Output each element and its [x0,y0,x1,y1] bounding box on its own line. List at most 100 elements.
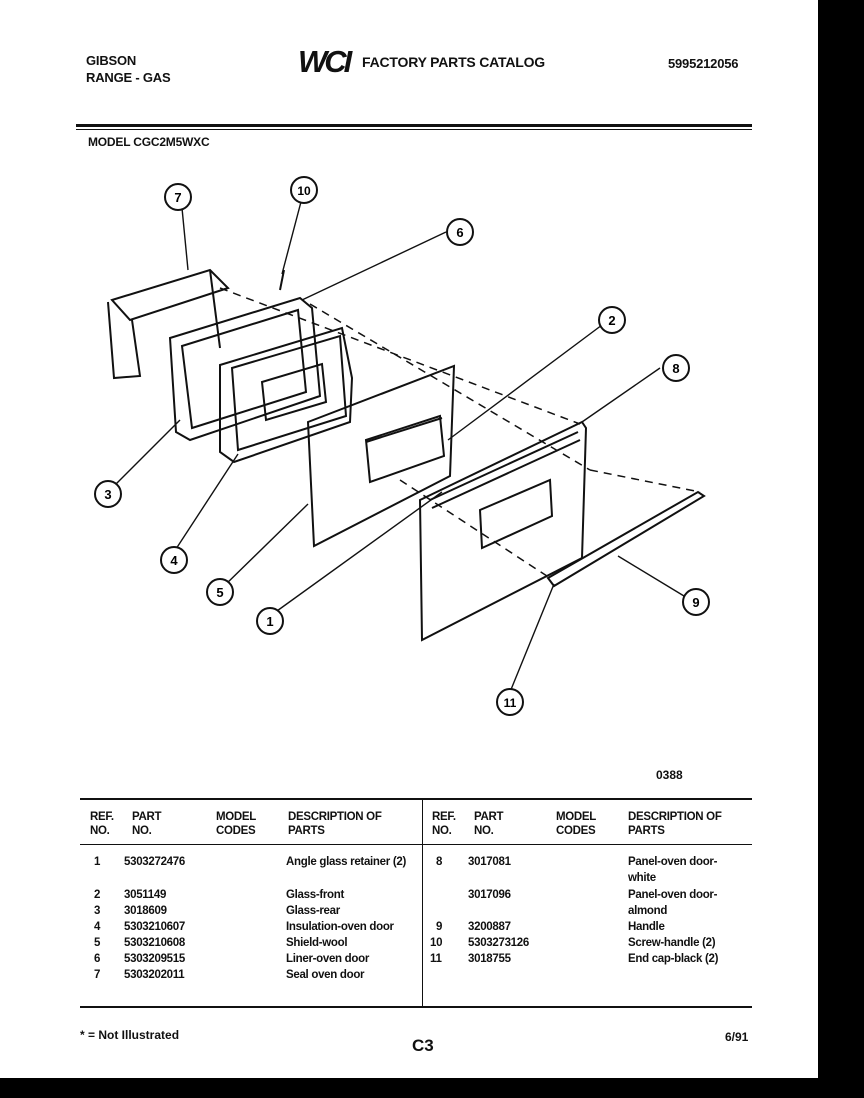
part-no: 3017096 [468,889,511,901]
part-description: Shield-wool [286,937,348,949]
ref-no: 4 [94,921,101,933]
table-row: 4 5303210607 Insulation-oven door [80,919,420,935]
part-no: 5303272476 [124,856,185,868]
part-no: 3200887 [468,921,511,933]
callout-1: 1 [256,607,284,635]
svg-text:7: 7 [174,190,181,205]
table-row: 2 3051149 Glass-front [80,887,420,903]
header-rule [76,124,752,127]
part-no: 5303209515 [124,953,185,965]
header-desc-left: DESCRIPTION OF PARTS [288,811,382,837]
part-description: Insulation-oven door [286,921,394,933]
ref-no: 11 [430,953,442,965]
catalog-number: 5995212056 [668,56,739,71]
catalog-title: FACTORY PARTS CATALOG [362,54,545,70]
ref-no: 1 [94,856,101,868]
callout-9: 9 [682,588,710,616]
part-no: 5303202011 [124,969,185,981]
revision-date: 6/91 [725,1030,749,1044]
table-row: 5 5303210608 Shield-wool [80,935,420,951]
header-part-left: PART NO. [132,811,162,837]
ref-no: 9 [436,921,443,933]
ref-no: 2 [94,889,101,901]
brand-block: GIBSON RANGE - GAS [86,52,171,86]
exploded-door-diagram: 7 10 6 2 8 3 4 5 1 9 11 [94,176,710,716]
table-row: 8 3017081 Panel-oven door-white [424,854,750,886]
table-row: 11 3018755 End cap-black (2) [424,951,750,967]
part-no: 3018755 [468,953,511,965]
ref-no: 8 [436,856,443,868]
part-description: End cap-black (2) [628,953,719,965]
parts-table: REF. NO. PART NO. MODEL CODES DESCRIPTIO… [80,798,752,1010]
table-header-rule [80,844,752,845]
insulation-part [219,326,354,464]
wci-logo: WCI [298,44,352,79]
scan-edge-bottom [0,1078,864,1098]
table-row: 1 5303272476 Angle glass retainer (2) [80,854,420,886]
header-part-right: PART NO. [474,811,504,837]
callout-5: 5 [206,578,234,606]
table-row: 3017096 Panel-oven door-almond [424,887,750,919]
header-model-left: MODEL CODES [216,811,256,837]
brand-name: GIBSON [86,53,137,68]
part-no: 5303210608 [124,937,185,949]
table-row: 6 5303209515 Liner-oven door [80,951,420,967]
svg-text:10: 10 [297,184,311,198]
part-description: Glass-front [286,889,345,901]
part-description: Handle [628,921,665,933]
part-no: 3051149 [124,889,167,901]
callout-3: 3 [94,480,122,508]
scan-edge-right [818,0,864,1098]
svg-text:2: 2 [608,313,615,328]
table-row: 10 5303273126 Screw-handle (2) [424,935,750,951]
callout-2: 2 [598,306,626,334]
table-row: 7 5303202011 Seal oven door [80,967,420,983]
part-description: Liner-oven door [286,953,370,965]
table-row: 9 3200887 Handle [424,919,750,935]
svg-text:6: 6 [456,225,463,240]
part-no: 5303210607 [124,921,185,933]
part-no: 3018609 [124,905,167,917]
svg-text:11: 11 [504,696,517,710]
callout-10: 10 [290,176,318,204]
svg-text:4: 4 [170,553,178,568]
product-name: RANGE - GAS [86,70,171,85]
screw-part [279,269,285,291]
callout-6: 6 [446,218,474,246]
glass-rear-part [168,296,322,442]
part-description: Seal oven door [286,969,365,981]
table-column-divider [422,798,423,1008]
svg-text:3: 3 [104,487,111,502]
handle-part [546,490,706,588]
header-ref-right: REF. NO. [432,811,456,837]
ref-no: 3 [94,905,101,917]
header-rule-thin [76,129,752,130]
ref-no: 7 [94,969,101,981]
part-no: 5303273126 [468,937,529,949]
shield-part [306,364,456,548]
panel-part [418,420,588,642]
table-bottom-rule [80,1006,752,1008]
not-illustrated-note: * = Not Illustrated [80,1028,180,1042]
seal-part [110,268,230,322]
ref-no: 6 [94,953,101,965]
svg-text:1: 1 [266,614,273,629]
page-code: C3 [412,1036,434,1055]
part-description: Angle glass retainer (2) [286,856,406,868]
svg-text:8: 8 [672,361,679,376]
part-description: Panel-oven door-white [628,856,718,884]
part-description: Glass-rear [286,905,340,917]
callout-7: 7 [164,183,192,211]
part-no: 3017081 [468,856,511,868]
part-description: Panel-oven door-almond [628,889,718,917]
ref-no: 10 [430,937,443,949]
svg-text:9: 9 [692,595,699,610]
diagram-code: 0388 [656,768,683,782]
callout-11: 11 [496,688,524,716]
ref-no: 5 [94,937,101,949]
table-row: 3 3018609 Glass-rear [80,903,420,919]
table-top-rule [80,798,752,800]
callout-4: 4 [160,546,188,574]
header-model-right: MODEL CODES [556,811,596,837]
model-number: MODEL CGC2M5WXC [88,135,210,149]
